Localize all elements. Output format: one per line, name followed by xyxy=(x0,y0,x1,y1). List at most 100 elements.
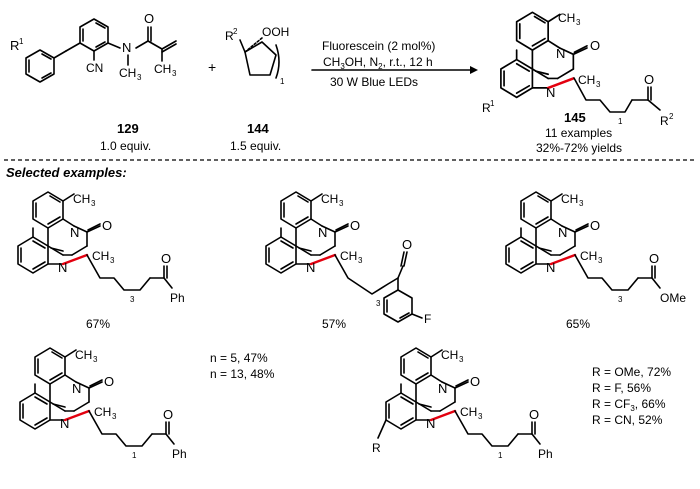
svg-text:O: O xyxy=(161,251,171,266)
svg-text:3: 3 xyxy=(596,80,601,89)
svg-text:3: 3 xyxy=(110,256,115,265)
svg-text:3: 3 xyxy=(376,299,381,308)
svg-text:CH: CH xyxy=(75,348,92,362)
svg-text:O: O xyxy=(590,218,600,233)
reactant-144-structure: R 2 OOH 1 xyxy=(225,25,289,86)
svg-text:2: 2 xyxy=(233,27,238,36)
svg-text:3: 3 xyxy=(459,355,464,364)
product-145-labels: N CH 3 O N CH 3 R 1 1 O R 2 xyxy=(482,11,674,128)
reactant-144-id: 144 xyxy=(247,121,269,136)
example-structure-3: N CH 3 O N CH 3 3 O OMe xyxy=(504,190,686,305)
svg-text:CH: CH xyxy=(340,249,357,263)
svg-text:3: 3 xyxy=(130,295,135,304)
svg-text:CH: CH xyxy=(558,11,575,25)
example-structure-5: N CH 3 O N CH 3 R 1 O Ph xyxy=(372,346,553,461)
svg-text:CH: CH xyxy=(460,405,477,419)
svg-text:N: N xyxy=(318,225,327,240)
svg-text:O: O xyxy=(350,218,360,233)
example-structure-2: N CH 3 O N CH 3 3 O F xyxy=(264,190,431,326)
example-structure-1: N CH 3 O N CH 3 3 O Ph xyxy=(16,190,185,305)
svg-text:N: N xyxy=(426,416,435,431)
svg-text:O: O xyxy=(590,38,600,53)
example-5-note-4: R = CN, 52% xyxy=(592,413,663,427)
svg-text:CH: CH xyxy=(73,192,90,206)
svg-text:1: 1 xyxy=(490,99,495,108)
r2-label: R xyxy=(225,29,234,43)
reactant-144-equiv: 1.5 equiv. xyxy=(230,139,281,153)
example-3-yield: 65% xyxy=(566,317,590,331)
svg-text:CH: CH xyxy=(580,249,597,263)
product-145-id: 145 xyxy=(564,110,586,125)
example-structure-4: N CH 3 O N CH 3 1 O Ph xyxy=(18,346,187,461)
arrow-head xyxy=(470,66,478,74)
svg-text:Ph: Ph xyxy=(172,447,187,461)
amide-n: N xyxy=(122,40,131,55)
svg-text:N: N xyxy=(306,260,315,275)
reactant-129-id: 129 xyxy=(117,121,139,136)
svg-text:OMe: OMe xyxy=(660,291,686,305)
n-methyl: CH xyxy=(119,66,136,80)
svg-text:O: O xyxy=(644,72,654,87)
svg-text:3: 3 xyxy=(598,256,603,265)
amide-o: O xyxy=(144,11,154,26)
product-yield-range: 32%-72% yields xyxy=(536,141,622,155)
svg-text:CH: CH xyxy=(578,73,595,87)
svg-text:3: 3 xyxy=(576,18,581,27)
svg-text:R: R xyxy=(660,114,669,128)
reactant-129-structure: R 1 CN N O CH 3 CH 3 xyxy=(10,11,177,83)
svg-text:N: N xyxy=(546,85,555,100)
svg-text:Ph: Ph xyxy=(538,447,553,461)
example-2-yield: 57% xyxy=(322,317,346,331)
svg-text:CH: CH xyxy=(92,249,109,263)
svg-text:O: O xyxy=(470,374,480,389)
svg-text:3: 3 xyxy=(339,199,344,208)
section-title: Selected examples: xyxy=(6,165,127,180)
product-145-structure xyxy=(499,11,589,99)
svg-text:F: F xyxy=(424,312,431,326)
example-4-note-2: n = 13, 48% xyxy=(210,367,275,381)
svg-text:2: 2 xyxy=(669,112,674,121)
condition-solvent: CH3OH, N2, r.t., 12 h xyxy=(323,55,433,71)
svg-text:1: 1 xyxy=(132,451,137,460)
svg-text:N: N xyxy=(438,381,447,396)
svg-text:O: O xyxy=(102,218,112,233)
svg-text:N: N xyxy=(60,416,69,431)
condition-light: 30 W Blue LEDs xyxy=(330,75,418,89)
svg-text:1: 1 xyxy=(498,451,503,460)
r1-superscript: 1 xyxy=(19,37,24,46)
svg-text:O: O xyxy=(163,407,173,422)
example-5-note-3: R = CF3, 66% xyxy=(592,397,666,413)
svg-text:O: O xyxy=(402,237,412,252)
svg-text:Ph: Ph xyxy=(170,291,185,305)
plus-sign: + xyxy=(208,59,216,75)
svg-text:3: 3 xyxy=(478,412,483,421)
svg-text:N: N xyxy=(556,46,565,61)
svg-text:CH: CH xyxy=(94,405,111,419)
svg-text:O: O xyxy=(529,407,539,422)
c-methyl: CH xyxy=(154,62,171,76)
svg-text:3: 3 xyxy=(618,295,623,304)
svg-text:3: 3 xyxy=(579,199,584,208)
svg-text:O: O xyxy=(649,251,659,266)
svg-text:O: O xyxy=(104,374,114,389)
product-examples-count: 11 examples xyxy=(545,126,612,140)
example-5-note-2: R = F, 56% xyxy=(592,381,651,395)
svg-text:3: 3 xyxy=(112,412,117,421)
svg-text:N: N xyxy=(70,225,79,240)
svg-text:3: 3 xyxy=(93,355,98,364)
svg-text:1: 1 xyxy=(280,77,285,86)
example-5-note-1: R = OMe, 72% xyxy=(592,365,671,379)
svg-text:3: 3 xyxy=(172,69,177,78)
r1-label: R xyxy=(10,38,19,53)
svg-text:3: 3 xyxy=(91,199,96,208)
svg-text:R: R xyxy=(372,441,381,455)
svg-text:N: N xyxy=(72,381,81,396)
svg-text:R: R xyxy=(482,101,491,115)
svg-text:3: 3 xyxy=(137,73,142,82)
condition-catalyst: Fluorescein (2 mol%) xyxy=(322,39,435,53)
cn-group: CN xyxy=(86,61,103,75)
svg-text:CH: CH xyxy=(441,348,458,362)
svg-text:CH: CH xyxy=(321,192,338,206)
svg-text:N: N xyxy=(558,225,567,240)
